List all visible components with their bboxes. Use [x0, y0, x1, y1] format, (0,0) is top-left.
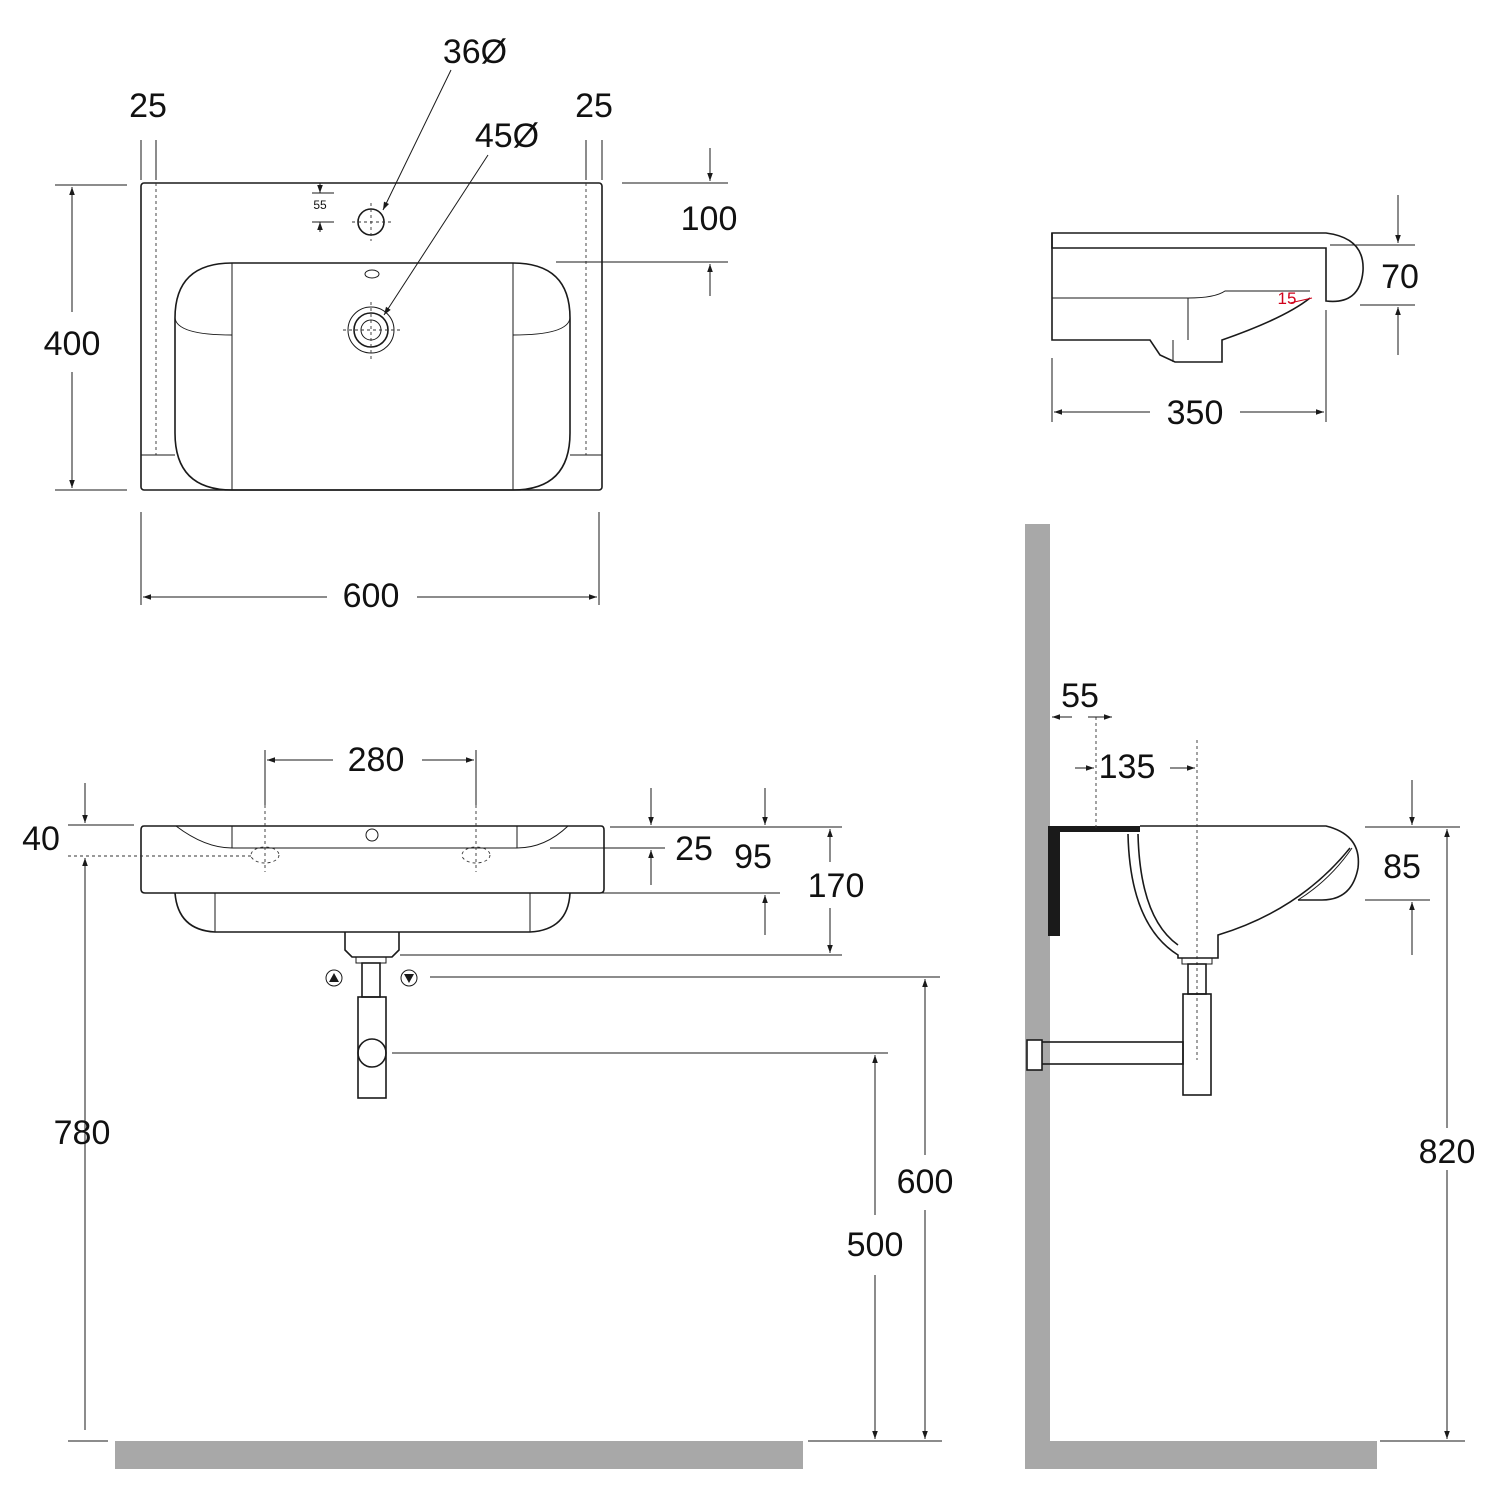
dim-fixing-offset: 135	[1099, 748, 1156, 786]
side-profile-view	[1051, 195, 1415, 422]
top-view-bowl	[174, 262, 571, 491]
waste-hole	[353, 312, 389, 348]
side-profile-outline	[1051, 232, 1364, 303]
dim-side-rim-height: 70	[1381, 258, 1419, 296]
front-basin-outline	[140, 825, 605, 894]
wall	[1025, 524, 1050, 1469]
dim-bolt-height: 25	[675, 830, 713, 868]
dim-install-height-side: 820	[1419, 1133, 1476, 1171]
dim-tap-to-bowl: 100	[681, 200, 738, 238]
dim-top-margin-left: 25	[129, 87, 167, 125]
dim-wall-offset: 55	[1061, 677, 1099, 715]
dim-tap-hole-diameter: 36Ø	[443, 33, 507, 71]
front-view	[68, 750, 942, 1469]
floor-side	[1025, 1441, 1377, 1469]
dim-side-rim-height-85: 85	[1383, 848, 1421, 886]
dim-waste-hole-diameter: 45Ø	[475, 117, 539, 155]
dim-total-height: 170	[808, 867, 865, 905]
dim-top-margin-right: 25	[575, 87, 613, 125]
side-view	[1025, 524, 1465, 1469]
overflow-hole	[364, 269, 380, 279]
dim-waste-height: 500	[847, 1226, 904, 1264]
dim-body-height: 95	[734, 838, 772, 876]
dim-side-depth: 350	[1167, 394, 1224, 432]
top-view	[55, 69, 728, 605]
dim-side-angle: 15	[1278, 289, 1297, 308]
dim-top-width: 600	[343, 577, 400, 615]
dim-install-height-front: 780	[54, 1114, 111, 1152]
dim-tap-offset: 55	[313, 198, 327, 212]
floor-front	[115, 1441, 803, 1469]
dim-water-supply-height: 600	[897, 1163, 954, 1201]
dim-top-depth: 400	[44, 325, 101, 363]
dim-rim-thickness: 40	[22, 820, 60, 858]
dimension-labels: 25 25 36Ø 45Ø 55 100 400 600 70 350 15 2…	[22, 33, 1475, 1264]
top-view-outline	[140, 182, 603, 491]
dim-bolt-spacing: 280	[348, 741, 405, 779]
side-basin-outline	[1140, 825, 1360, 901]
